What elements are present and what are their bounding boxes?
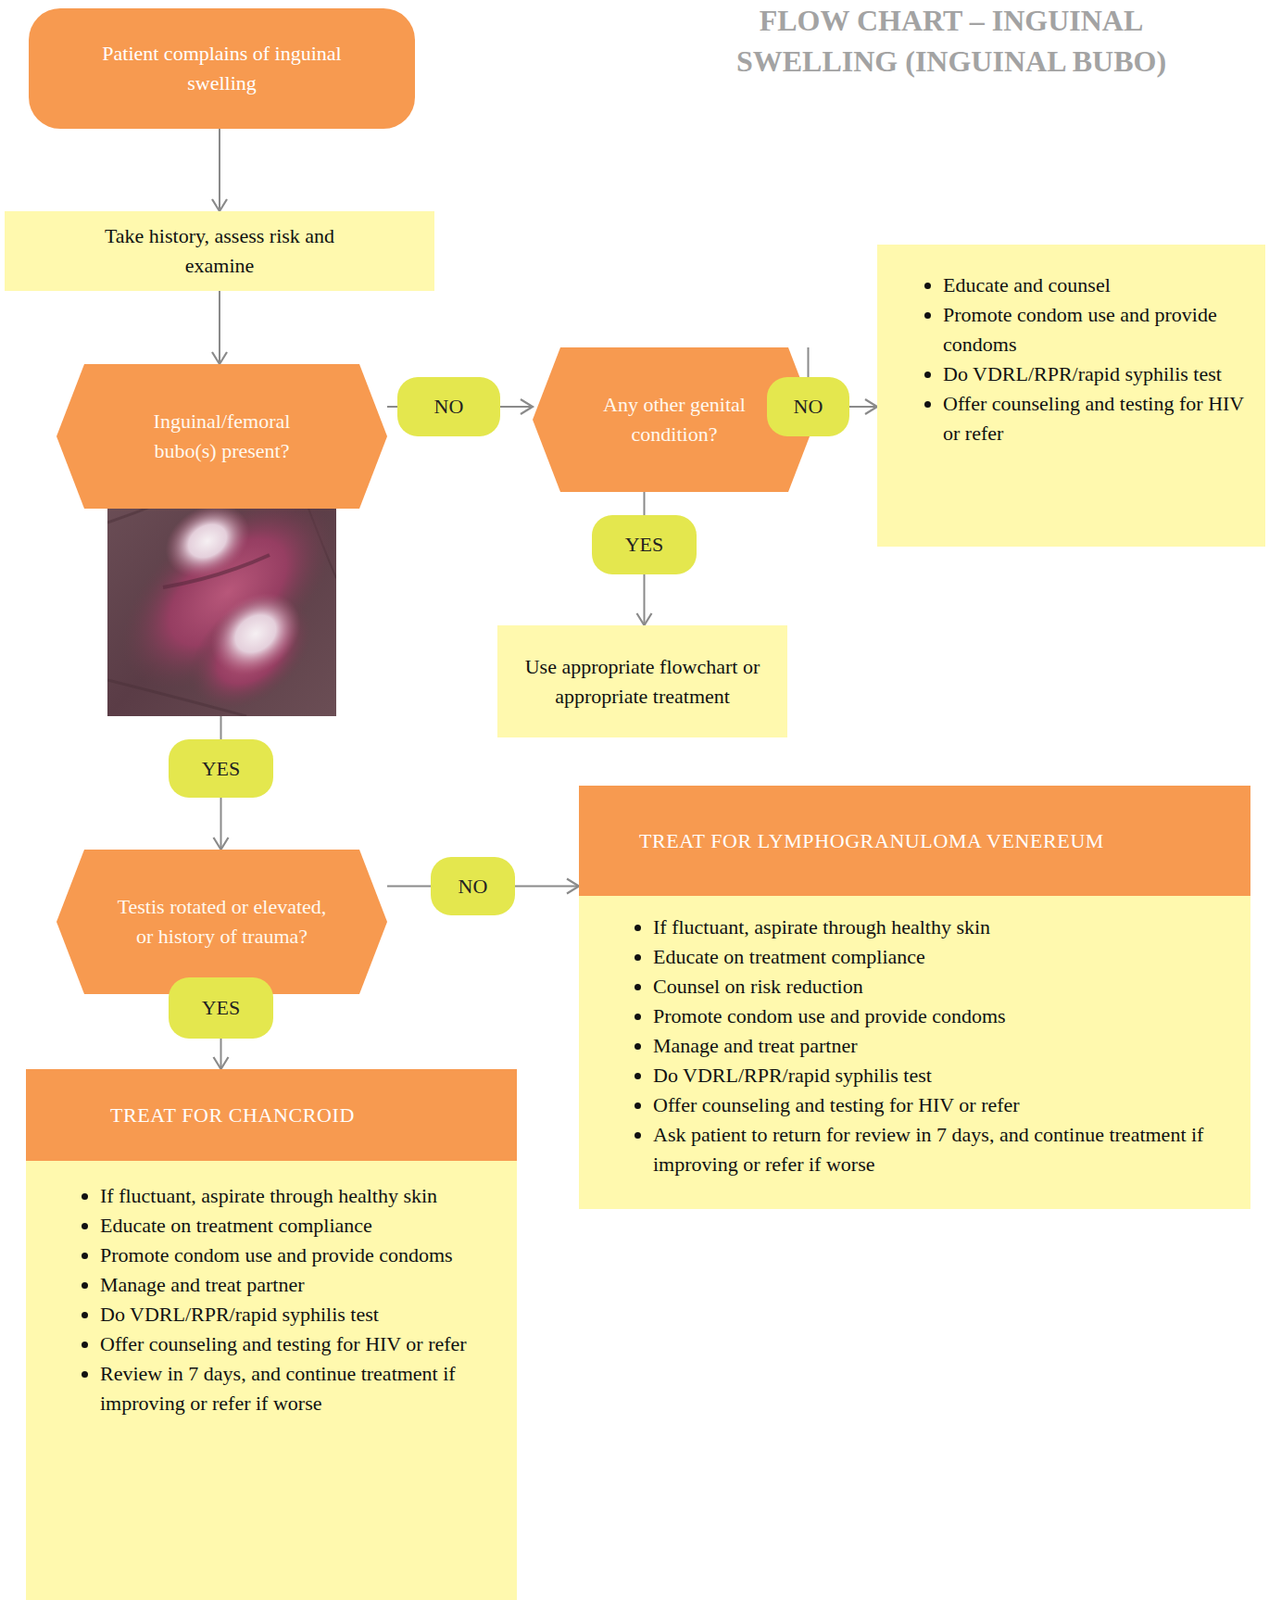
bullet-item: Do VDRL/RPR/rapid syphilis test [942, 359, 1251, 390]
bullet-item: Offer counseling and testing for HIV or … [100, 1329, 503, 1359]
box-label: Use appropriate flowchart or appropriate… [517, 652, 768, 712]
box-label: Testis rotated or elevated, or history o… [111, 892, 334, 952]
treatment-box: TREAT FOR LYMPHOGRANULOMA VENEREUM If flu… [578, 785, 1251, 1209]
bullet-item: Educate on treatment compliance [653, 942, 1236, 972]
connector-line [218, 290, 221, 365]
answer-label: YES [201, 992, 241, 1023]
connector [500, 399, 533, 415]
answer-pill: NO [430, 856, 516, 916]
hexagon-fill [56, 849, 388, 994]
hexagon-fill [56, 364, 388, 509]
connector [387, 885, 431, 887]
decision-hexagon: Inguinal/femoral bubo(s) present? [56, 364, 388, 509]
answer-label: NO [434, 391, 465, 422]
treatment-heading: TREAT FOR LYMPHOGRANULOMA VENEREUM [639, 826, 1105, 856]
connector-line [387, 885, 431, 888]
process-box: Take history, assess risk and examine [4, 211, 435, 291]
bullet-item: If fluctuant, aspirate through healthy s… [653, 912, 1236, 943]
connector [212, 290, 227, 365]
process-box: Use appropriate flowchart or appropriate… [497, 625, 788, 738]
connector [212, 128, 227, 212]
treatment-heading: TREAT FOR CHANCROID [110, 1100, 355, 1131]
hexagon-outline [56, 364, 388, 509]
decision-hexagon: Testis rotated or elevated, or history o… [56, 849, 388, 994]
connector-line [220, 1038, 223, 1069]
arrow-head [865, 399, 878, 415]
arrow-head [212, 199, 227, 212]
answer-pill: YES [168, 977, 274, 1039]
connector [213, 797, 229, 850]
connector [849, 399, 878, 415]
arrow-head [520, 399, 533, 415]
arrow-head [637, 613, 653, 626]
box-label: Any other genital condition? [581, 389, 767, 450]
bullet-item: Promote condom use and provide condoms [100, 1240, 503, 1270]
body-panel: If fluctuant, aspirate through healthy s… [25, 1160, 517, 1433]
box-label: Inguinal/femoral bubo(s) present? [129, 406, 315, 466]
arrow-head [212, 351, 227, 365]
answer-label: YES [201, 753, 241, 784]
answer-label: YES [625, 529, 665, 560]
connector-line [643, 491, 646, 516]
connector [643, 491, 645, 516]
bullet-item: Educate and counsel [942, 270, 1251, 301]
bullet-item: Ask patient to return for review in 7 da… [653, 1119, 1236, 1180]
header-band: TREAT FOR CHANCROID [25, 1068, 517, 1161]
connector-line [387, 405, 398, 408]
arrow-head [213, 1056, 229, 1069]
bullet-list: If fluctuant, aspirate through healthy s… [578, 912, 1251, 1180]
connector-line [849, 405, 878, 408]
arrow-head [566, 879, 579, 894]
answer-pill: YES [168, 739, 274, 798]
connector [387, 406, 398, 408]
bullet-item: Promote condom use and provide condoms [942, 300, 1251, 360]
bullet-item: Promote condom use and provide condoms [653, 1001, 1236, 1031]
connector-line [220, 797, 223, 850]
connector-line [500, 405, 533, 408]
bullet-item: Educate on treatment compliance [100, 1210, 503, 1241]
header-band: TREAT FOR LYMPHOGRANULOMA VENEREUM [578, 785, 1251, 896]
connector-line [515, 885, 579, 888]
body-panel: If fluctuant, aspirate through healthy s… [578, 895, 1251, 1194]
bullet-item: Counsel on risk reduction [653, 971, 1236, 1002]
bullet-item: If fluctuant, aspirate through healthy s… [100, 1181, 503, 1211]
chart-title: FLOW CHART – INGUINAL SWELLING (INGUINAL… [691, 0, 1211, 82]
box-label: Patient complains of inguinal swelling [69, 38, 376, 99]
treatment-box: TREAT FOR CHANCROID If fluctuant, aspirat… [25, 1068, 517, 1600]
answer-label: NO [458, 871, 489, 902]
arrow-head [213, 837, 229, 850]
box-label: Take history, assess risk and examine [89, 221, 350, 281]
bullet-list: If fluctuant, aspirate through healthy s… [25, 1181, 517, 1419]
bullet-item: Do VDRL/RPR/rapid syphilis test [100, 1299, 503, 1330]
connector [637, 574, 653, 626]
connector-line [218, 128, 221, 212]
bullet-item: Review in 7 days, and continue treatment… [100, 1358, 503, 1419]
bullet-item: Do VDRL/RPR/rapid syphilis test [653, 1060, 1236, 1091]
bullet-item: Manage and treat partner [100, 1269, 503, 1300]
answer-label: NO [793, 391, 824, 422]
hexagon-outline [56, 849, 388, 994]
bullet-item: Offer counseling and testing for HIV or … [942, 389, 1251, 449]
answer-pill: NO [397, 376, 501, 437]
bullet-item: Offer counseling and testing for HIV or … [653, 1090, 1236, 1120]
answer-pill: YES [591, 515, 697, 575]
bullet-list: Educate and counselPromote condom use an… [877, 270, 1266, 449]
bullet-item: Manage and treat partner [653, 1030, 1236, 1061]
connector [213, 1038, 229, 1069]
start-box: Patient complains of inguinal swelling [28, 8, 415, 129]
connector [515, 879, 579, 894]
action-box: Educate and counselPromote condom use an… [877, 244, 1266, 547]
answer-pill: NO [766, 376, 850, 437]
connector-line [643, 574, 646, 626]
